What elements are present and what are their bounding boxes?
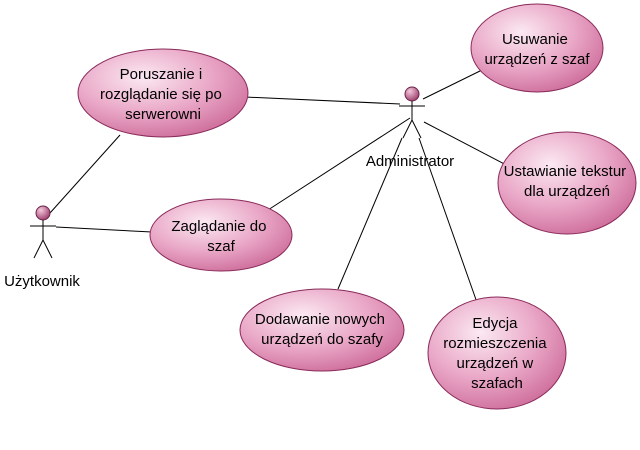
usecase-label-line: Edycja <box>472 315 518 332</box>
usecase-label-line: Ustawianie tekstur <box>504 163 627 180</box>
actor-leg-left <box>402 119 413 139</box>
assoc-admin-move <box>244 96 401 105</box>
usecase-label-line: Dodawanie nowych <box>255 311 385 328</box>
usecase-remove-devices[interactable]: Usuwanie urządzeń z szaf <box>470 3 604 93</box>
usecase-look-into-cabinets[interactable]: Zaglądanie do szaf <box>149 198 293 272</box>
usecase-label: Dodawanie nowych urządzeń do szafy <box>255 311 389 348</box>
usecase-ellipse <box>427 296 567 410</box>
usecase-label-line: rozglądanie się po <box>100 86 222 103</box>
assoc-admin-look <box>267 117 411 211</box>
actor-leg-right <box>42 239 53 259</box>
usecase-label-line: Poruszanie i <box>120 66 203 83</box>
actor-administrator[interactable]: Administrator <box>366 86 454 170</box>
usecase-label-line: szaf <box>207 238 235 255</box>
assoc-user-look <box>55 226 153 233</box>
usecase-set-textures[interactable]: Ustawianie tekstur dla urządzeń <box>497 131 637 235</box>
assoc-admin-add <box>337 137 403 290</box>
usecase-ellipse <box>77 48 249 138</box>
usecase-ellipse <box>497 131 637 235</box>
usecase-label-line: urządzeń z szaf <box>484 51 590 68</box>
actor-head <box>35 205 51 221</box>
actor-head <box>404 86 420 102</box>
actor-uzytkownik[interactable]: Użytkownik <box>4 205 80 290</box>
usecase-label-line: urządzeń w <box>457 355 534 372</box>
usecase-ellipse <box>470 3 604 93</box>
usecase-move-around[interactable]: Poruszanie i rozglądanie się po serwerow… <box>77 48 249 138</box>
usecase-edit-layout[interactable]: Edycja rozmieszczenia urządzeń w szafach <box>427 296 567 410</box>
assoc-admin-textures <box>423 121 513 169</box>
usecase-label-line: rozmieszczenia <box>443 335 547 352</box>
actor-leg-left <box>33 239 44 259</box>
usecase-ellipse <box>149 198 293 272</box>
usecase-add-devices[interactable]: Dodawanie nowych urządzeń do szafy <box>239 288 405 372</box>
usecase-label: Ustawianie tekstur dla urządzeń <box>504 163 631 200</box>
usecase-label: Edycja rozmieszczenia urządzeń w szafach <box>443 315 551 392</box>
usecase-label-line: urządzeń do szafy <box>261 331 383 348</box>
associations <box>49 69 513 312</box>
usecase-ellipse <box>239 288 405 372</box>
assoc-admin-edit <box>418 137 481 312</box>
actor-leg-right <box>411 119 422 139</box>
usecase-label-line: szafach <box>471 375 523 392</box>
actor-administrator-label: Administrator <box>366 153 454 170</box>
usecase-label: Poruszanie i rozglądanie się po serwerow… <box>100 66 226 123</box>
usecase-label-line: dla urządzeń <box>524 183 610 200</box>
assoc-admin-remove <box>422 69 483 100</box>
usecase-label: Zaglądanie do szaf <box>171 218 270 255</box>
usecase-label: Usuwanie urządzeń z szaf <box>484 31 590 68</box>
assoc-user-move <box>49 134 121 214</box>
usecase-label-line: Usuwanie <box>502 31 568 48</box>
usecase-label-line: serwerowni <box>125 106 201 123</box>
actor-uzytkownik-label: Użytkownik <box>4 273 80 290</box>
usecase-label-line: Zaglądanie do <box>171 218 266 235</box>
